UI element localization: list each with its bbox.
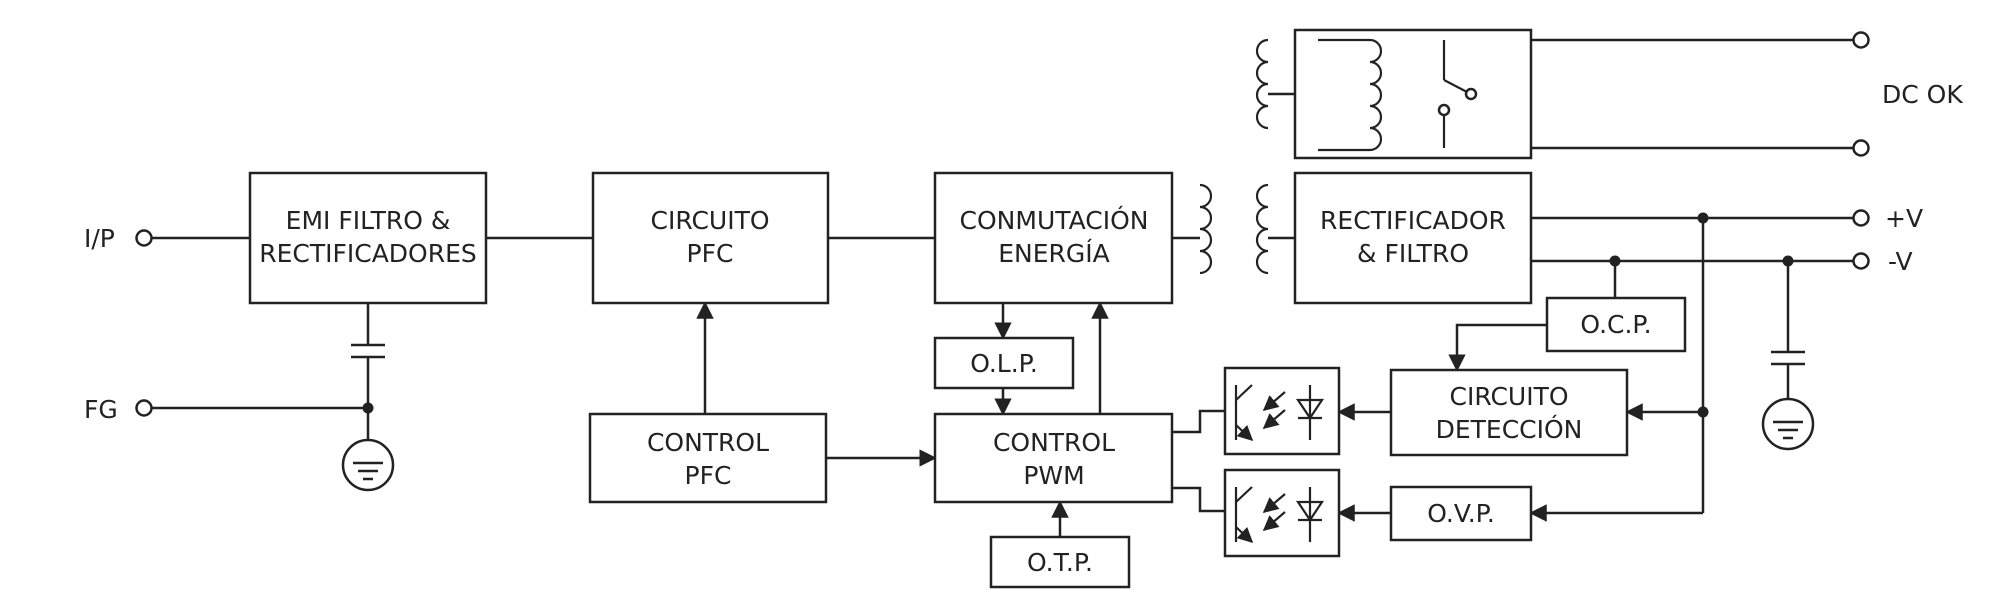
wires bbox=[152, 38, 1853, 537]
junction-dots bbox=[362, 212, 1794, 418]
pfc-control-label-line1: CONTROL bbox=[647, 428, 769, 457]
terminals: I/P FG DC OK +V -V bbox=[84, 31, 1963, 424]
pwm-control-label-line1: CONTROL bbox=[993, 428, 1115, 457]
input-label: I/P bbox=[84, 224, 115, 253]
pfc-circuit-label-line1: CIRCUITO bbox=[650, 206, 769, 235]
power-switching-label-line2: ENERGÍA bbox=[998, 239, 1110, 268]
emi-filter-label-line1: EMI FILTRO & bbox=[286, 206, 451, 235]
pfc-circuit-label-line2: PFC bbox=[687, 239, 734, 268]
frame-ground-label: FG bbox=[84, 395, 118, 424]
earth-ground-icon bbox=[341, 438, 395, 492]
pfc-control-block: CONTROL PFC bbox=[588, 412, 828, 504]
detection-circuit-label-line1: CIRCUITO bbox=[1449, 382, 1568, 411]
ground-capacitor-right bbox=[1771, 350, 1805, 366]
pwm-control-label-line2: PWM bbox=[1023, 461, 1084, 490]
dc-ok-terminal-bottom bbox=[1852, 139, 1870, 157]
ground-capacitor-left bbox=[351, 343, 385, 359]
detection-circuit-block: CIRCUITO DETECCIÓN bbox=[1389, 368, 1629, 457]
positive-output-label: +V bbox=[1885, 204, 1923, 233]
rectifier-filter-block: RECTIFICADOR & FILTRO bbox=[1293, 171, 1533, 305]
power-switching-block: CONMUTACIÓN ENERGÍA bbox=[933, 171, 1174, 305]
negative-output-label: -V bbox=[1888, 247, 1913, 276]
positive-output-terminal bbox=[1852, 209, 1870, 227]
detection-circuit-label-line2: DETECCIÓN bbox=[1436, 414, 1583, 444]
earth-ground-icon bbox=[1761, 397, 1815, 451]
power-transformer-icon bbox=[1199, 183, 1269, 275]
input-terminal bbox=[135, 229, 153, 247]
dc-ok-terminal-top bbox=[1852, 31, 1870, 49]
dc-ok-label: DC OK bbox=[1882, 80, 1963, 109]
negative-output-terminal bbox=[1852, 252, 1870, 270]
optocoupler-icon bbox=[1223, 366, 1341, 456]
frame-ground-terminal bbox=[135, 399, 153, 417]
relay-transformer-icon bbox=[1255, 38, 1269, 130]
pwm-control-block: CONTROL PWM bbox=[933, 412, 1174, 504]
relay-unit bbox=[1293, 28, 1533, 160]
olp-block: O.L.P. bbox=[933, 336, 1075, 390]
olp-label: O.L.P. bbox=[970, 349, 1038, 378]
emi-filter-label-line2: RECTIFICADORES bbox=[259, 239, 477, 268]
ovp-label: O.V.P. bbox=[1427, 499, 1495, 528]
emi-filter-block: EMI FILTRO & RECTIFICADORES bbox=[248, 171, 488, 305]
ovp-block: O.V.P. bbox=[1389, 485, 1533, 542]
power-switching-label-line1: CONMUTACIÓN bbox=[960, 205, 1149, 235]
optocoupler-icon bbox=[1223, 468, 1341, 558]
rectifier-filter-label-line1: RECTIFICADOR bbox=[1320, 206, 1506, 235]
ocp-label: O.C.P. bbox=[1580, 310, 1651, 339]
otp-label: O.T.P. bbox=[1027, 548, 1093, 577]
pfc-control-label-line2: PFC bbox=[685, 461, 732, 490]
ocp-block: O.C.P. bbox=[1545, 296, 1687, 353]
pfc-circuit-block: CIRCUITO PFC bbox=[591, 171, 830, 305]
rectifier-filter-label-line2: & FILTRO bbox=[1357, 239, 1469, 268]
otp-block: O.T.P. bbox=[989, 535, 1131, 589]
